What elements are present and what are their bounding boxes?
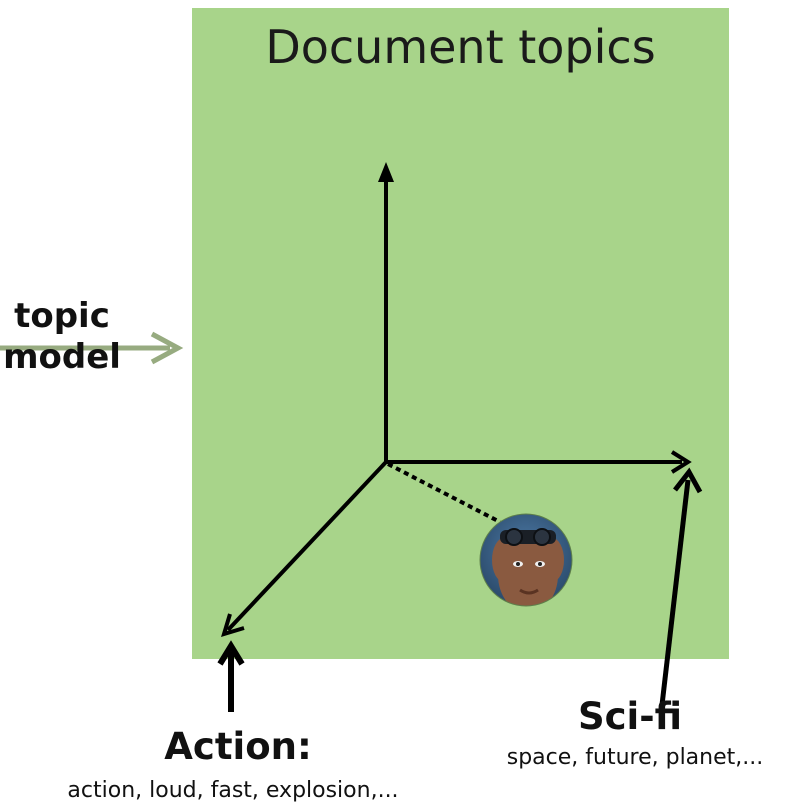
scifi-axis [386, 450, 692, 474]
action-topic-label: Action: [164, 725, 312, 768]
action-topic-words: action, loud, fast, explosion,... [67, 778, 399, 803]
scifi-pointer-arrow [659, 467, 703, 706]
scifi-topic-label: Sci-fi [577, 695, 683, 738]
action-pointer-arrow [217, 640, 245, 712]
topic-model-arrow [0, 331, 184, 365]
scifi-topic-words: space, future, planet,... [506, 745, 764, 770]
topic-model-label: topic model [0, 296, 142, 378]
document-topics-panel [192, 8, 729, 659]
vertical-axis [378, 162, 394, 462]
person-with-goggles-photo-icon [479, 513, 573, 607]
panel-title: Document topics [265, 20, 656, 74]
topic-model-line-1: topic [14, 296, 110, 336]
document-projection-line [387, 462, 501, 524]
topic-model-line-2: model [3, 336, 121, 377]
action-axis [221, 460, 388, 637]
